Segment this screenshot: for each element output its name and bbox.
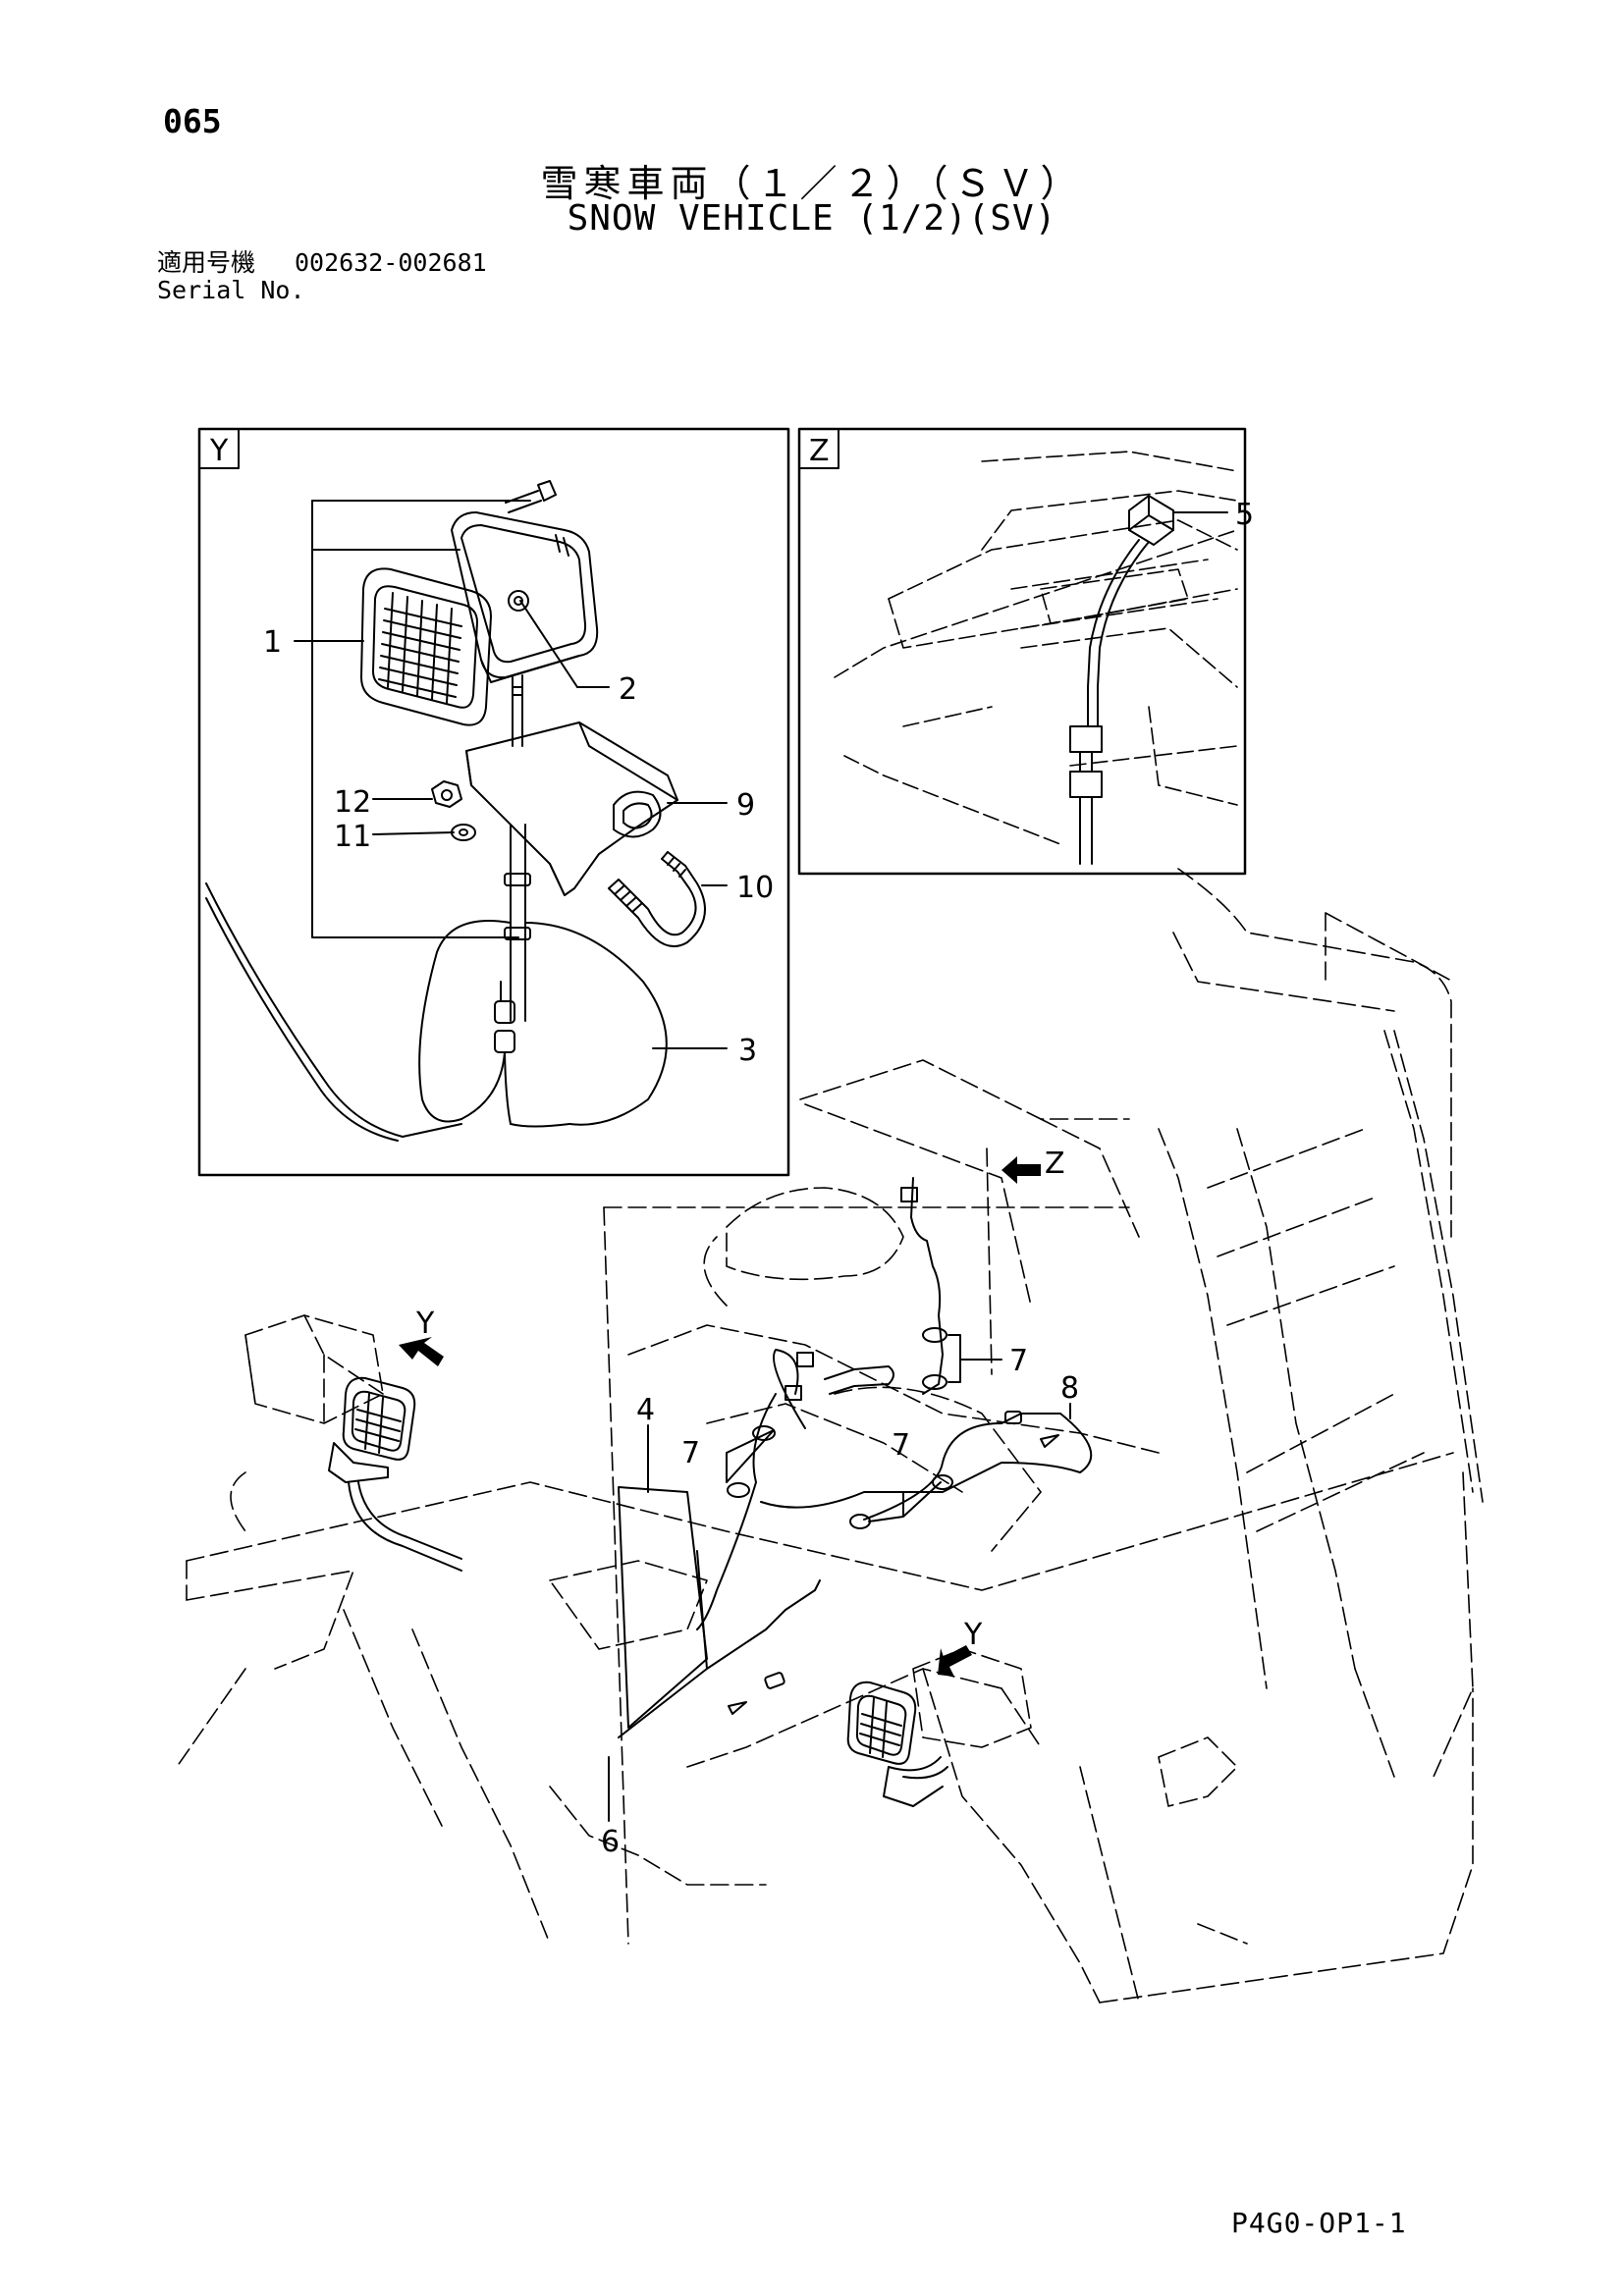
page-title-english: SNOW VEHICLE (1/2)(SV)	[567, 198, 1057, 239]
view-arrow-y-right-icon	[938, 1645, 972, 1677]
serial-label-english: Serial No.	[157, 276, 305, 304]
callout-8: 8	[1060, 1371, 1079, 1406]
bolt-icon	[505, 480, 557, 513]
left-work-lamp-icon	[328, 1376, 462, 1572]
callout-12: 12	[334, 785, 371, 820]
nut-icon	[431, 780, 462, 808]
relay-connector-icon	[1069, 495, 1174, 865]
callout-1: 1	[263, 625, 282, 660]
washer-icon	[451, 824, 476, 841]
page-number: 065	[163, 102, 222, 140]
wire-harness-icon	[418, 920, 668, 1128]
callout-4: 4	[636, 1393, 655, 1427]
work-lamp-icon	[360, 567, 492, 726]
callout-9: 9	[736, 788, 755, 823]
view-arrow-z-icon	[1001, 1156, 1041, 1184]
lamp-stem-icon	[512, 706, 523, 747]
detail-view-y	[197, 427, 790, 1177]
callout-5: 5	[1235, 498, 1254, 532]
hose-icon	[608, 851, 706, 947]
callout-11: 11	[334, 820, 371, 854]
lamp-bracket-icon	[465, 721, 678, 896]
callout-2: 2	[619, 672, 637, 707]
page-title-japanese: 雪寒車両（１／２）（ＳＶ）	[540, 162, 1084, 205]
serial-info: 適用号機 002632-002681 Serial No.	[157, 249, 487, 304]
callout-10: 10	[736, 871, 774, 905]
callout-6: 6	[601, 1825, 620, 1859]
detail-label-y: Y	[209, 434, 229, 468]
view-label-y-right: Y	[963, 1618, 983, 1652]
main-harness-icon	[618, 1177, 1093, 1738]
view-label-z: Z	[1045, 1147, 1065, 1181]
detail-view-z	[797, 427, 1247, 876]
right-work-lamp-icon	[846, 1681, 948, 1807]
lamp-housing-icon	[451, 511, 599, 708]
view-label-y-left: Y	[415, 1307, 435, 1341]
callout-7-middle: 7	[892, 1428, 910, 1463]
serial-range: 002632-002681	[295, 248, 487, 277]
callout-7-upper: 7	[1009, 1344, 1028, 1378]
machine-main-view	[176, 868, 1484, 2003]
serial-label-japanese: 適用号機	[157, 248, 256, 277]
drawing-code: P4G0-OP1-1	[1231, 2207, 1407, 2239]
callout-3: 3	[738, 1034, 757, 1068]
view-arrow-y-left-icon	[399, 1337, 444, 1366]
detail-label-z: Z	[809, 434, 830, 468]
callout-7-left: 7	[681, 1436, 700, 1470]
